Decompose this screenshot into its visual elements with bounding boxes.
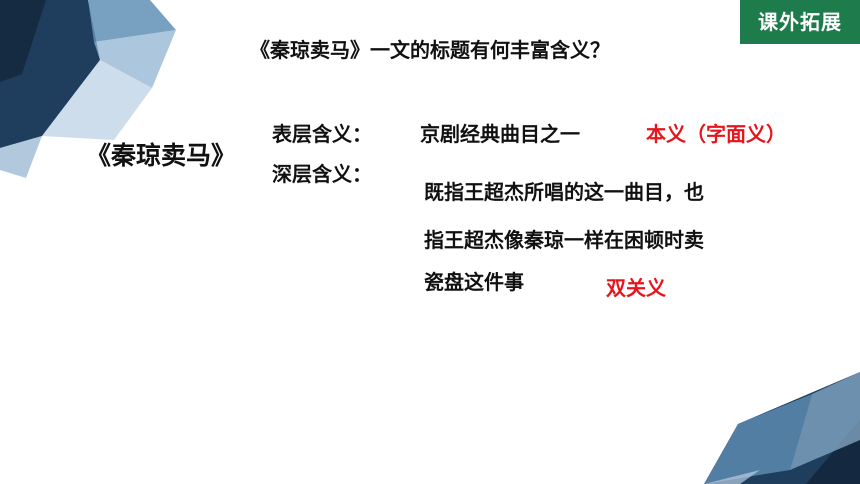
top-left-small-shape	[0, 136, 42, 178]
question-heading: 《秦琼卖马》一文的标题有何丰富含义？	[250, 38, 610, 62]
deep-meaning-note: 双关义	[606, 276, 666, 300]
deep-meaning-line: 指王超杰像秦琼一样在困顿时卖	[424, 228, 704, 252]
top-left-darker-shape	[0, 0, 46, 82]
top-left-light-shape	[88, 0, 176, 42]
bottom-right-decoration	[704, 372, 860, 484]
deep-meaning-label: 深层含义：	[272, 162, 372, 186]
deep-meaning-line: 瓷盘这件事	[424, 270, 524, 294]
top-left-decoration	[0, 0, 176, 178]
top-left-lighter-shape	[94, 30, 176, 88]
surface-meaning-label: 表层含义：	[272, 122, 372, 146]
bottom-right-light-shape	[704, 394, 812, 484]
extension-badge: 课外拓展	[740, 0, 860, 44]
top-left-pale-shape	[42, 60, 152, 140]
extension-badge-label: 课外拓展	[758, 10, 842, 34]
bottom-right-lighter-shape	[790, 372, 860, 470]
deep-meaning-line: 既指王超杰所唱的这一曲目，也	[424, 180, 704, 204]
surface-meaning-text: 京剧经典曲目之一	[420, 122, 580, 146]
bottom-right-pale-shape	[704, 470, 760, 484]
surface-meaning-note: 本义（字面义）	[646, 122, 786, 146]
play-title: 《秦琼卖马》	[86, 141, 237, 170]
